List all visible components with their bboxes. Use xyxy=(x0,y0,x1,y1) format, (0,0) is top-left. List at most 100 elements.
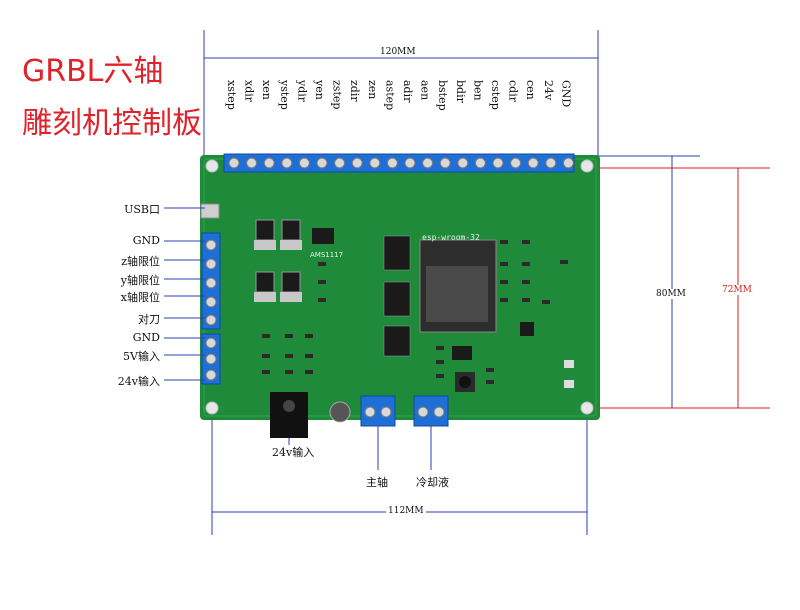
top-terminal-strip xyxy=(223,153,575,173)
top-pin-label: cstep xyxy=(489,80,502,110)
top-pin-label: yen xyxy=(313,80,326,100)
left-terminal-lower xyxy=(201,333,221,385)
smd-part xyxy=(522,240,530,244)
esp32-module xyxy=(419,239,497,333)
smd-part xyxy=(436,360,444,364)
left-label: GND xyxy=(132,234,160,247)
dim-top xyxy=(203,30,599,160)
left-terminal-upper xyxy=(201,232,221,330)
dim-bottom-label: 112MM xyxy=(386,506,426,516)
top-pin-label: GND xyxy=(559,80,573,108)
mounting-holes xyxy=(205,159,594,415)
power-input-label: 24v输入 xyxy=(272,446,315,459)
coolant-terminal xyxy=(413,395,449,427)
terminal-screw xyxy=(492,157,504,169)
spindle-terminal xyxy=(360,395,396,427)
terminal-screw xyxy=(351,157,363,169)
terminal-screw xyxy=(386,157,398,169)
terminal-screw xyxy=(369,157,381,169)
top-pin-label: zen xyxy=(365,80,379,100)
dim-top-label: 120MM xyxy=(380,47,416,57)
smd-part xyxy=(500,240,508,244)
smd-part xyxy=(436,374,444,378)
smd-part xyxy=(262,354,270,358)
left-label: x轴限位 xyxy=(120,291,160,304)
top-pin-label: cen xyxy=(524,80,538,100)
top-pin-label: adir xyxy=(401,80,414,103)
regulator-label: AMS1117 xyxy=(310,251,343,259)
left-label: y轴限位 xyxy=(120,274,160,287)
module-label: esp-wroom-32 xyxy=(422,233,480,242)
smd-part xyxy=(305,354,313,358)
smd-part xyxy=(500,262,508,266)
title-line-2: 雕刻机控制板 xyxy=(22,106,202,141)
driver-ics xyxy=(383,235,411,357)
dim-inner-height-label: 80MM xyxy=(656,289,686,299)
smd-part xyxy=(436,346,444,350)
terminal-screw xyxy=(281,157,293,169)
smd-part xyxy=(318,298,326,302)
smd-part xyxy=(318,262,326,266)
smd-part xyxy=(285,334,293,338)
terminal-screw xyxy=(457,157,469,169)
smd-part xyxy=(318,280,326,284)
terminal-screw xyxy=(298,157,310,169)
smd-part xyxy=(305,370,313,374)
title-line-1: GRBL六轴 xyxy=(22,54,164,89)
regulator xyxy=(312,228,334,244)
smd-part xyxy=(522,262,530,266)
left-label: GND xyxy=(132,331,160,344)
terminal-screw xyxy=(545,157,557,169)
top-pin-label: astep xyxy=(383,80,397,111)
usb-port xyxy=(200,203,220,219)
coolant-label: 冷却液 xyxy=(416,476,449,489)
top-pin-label: ystep xyxy=(277,80,291,110)
terminal-screw xyxy=(246,157,258,169)
left-label: USB口 xyxy=(124,203,160,216)
dim-outer-height-label: 72MM xyxy=(722,285,752,295)
terminal-screw xyxy=(474,157,486,169)
dim-bottom xyxy=(211,415,588,535)
smd-part xyxy=(522,298,530,302)
smd-part xyxy=(285,370,293,374)
top-pin-label: zstep xyxy=(330,80,344,110)
smd-part xyxy=(560,260,568,264)
top-pin-label: bdir xyxy=(453,80,467,103)
left-label: z轴限位 xyxy=(121,255,160,268)
smd-part xyxy=(285,354,293,358)
smd-part xyxy=(522,280,530,284)
top-pin-label: 24v xyxy=(541,80,555,101)
top-pin-label: xen xyxy=(260,80,274,100)
smd-part xyxy=(542,300,550,304)
left-label: 24v输入 xyxy=(117,375,160,388)
smd-part xyxy=(486,368,494,372)
terminal-screw xyxy=(404,157,416,169)
top-pin-label: zdir xyxy=(348,80,362,102)
terminal-screw xyxy=(228,157,240,169)
smd-part xyxy=(500,280,508,284)
terminal-screw xyxy=(422,157,434,169)
smd-part xyxy=(486,380,494,384)
left-label: 对刀 xyxy=(138,313,160,326)
terminal-screw xyxy=(510,157,522,169)
dc-jack xyxy=(270,392,308,438)
top-pin-label: aen xyxy=(418,80,432,101)
smd-part xyxy=(262,334,270,338)
top-pin-label: ben xyxy=(471,80,485,101)
smd-part xyxy=(500,298,508,302)
top-pin-label: ydir xyxy=(295,80,309,103)
top-pin-label: xdir xyxy=(242,80,256,103)
terminal-screw xyxy=(562,157,574,169)
top-pin-label: cdir xyxy=(506,80,520,102)
terminal-screw xyxy=(263,157,275,169)
left-label: 5V输入 xyxy=(123,350,160,363)
smd-part xyxy=(305,334,313,338)
terminal-screw xyxy=(316,157,328,169)
spindle-label: 主轴 xyxy=(366,476,388,489)
dim-right-inner xyxy=(595,155,700,409)
capacitor xyxy=(329,401,351,423)
terminal-screw xyxy=(439,157,451,169)
terminal-screw xyxy=(527,157,539,169)
top-pin-label: xstep xyxy=(225,80,238,110)
